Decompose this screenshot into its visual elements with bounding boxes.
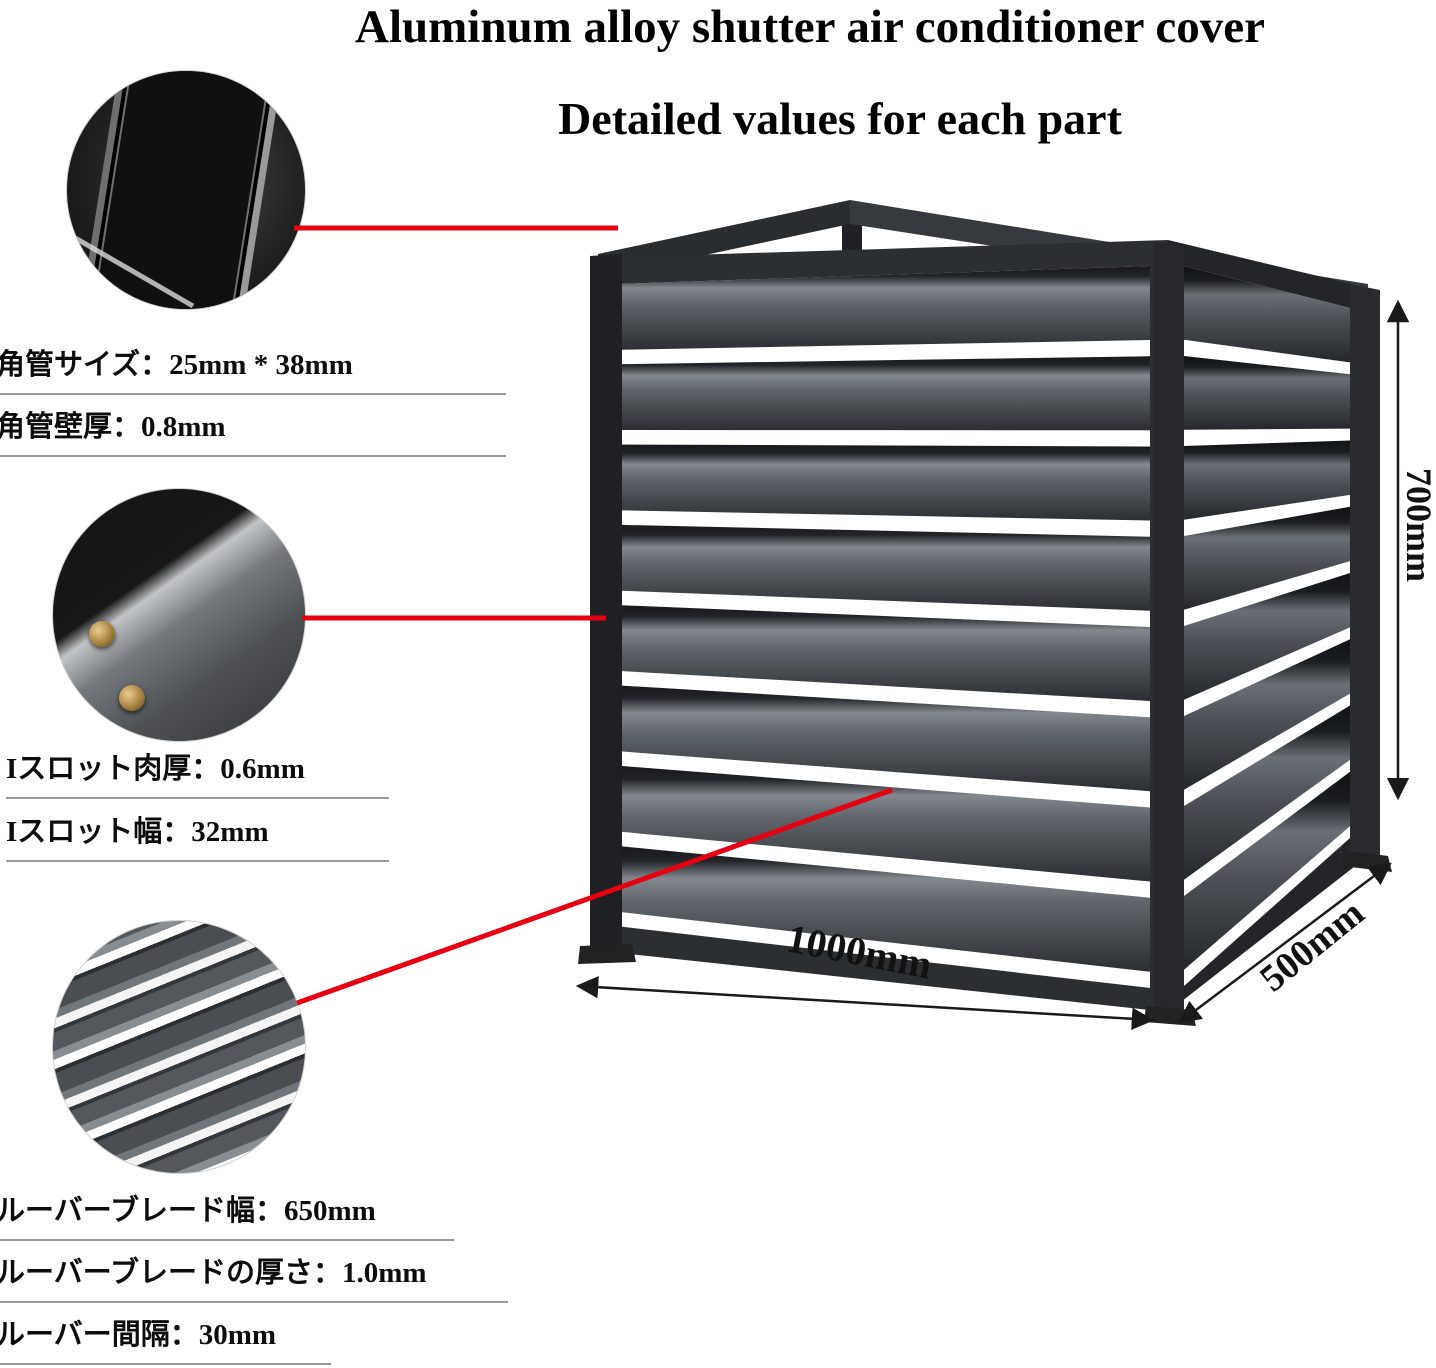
leader-lines <box>294 225 893 1006</box>
spec-tube-size: 角管サイズ：25mm * 38mm <box>0 348 506 395</box>
spec-louver-blade-thickness: ルーバーブレードの厚さ：1.0mm <box>0 1256 508 1303</box>
louver-slat <box>616 444 1150 521</box>
tube-cross-section-photo <box>66 70 306 310</box>
louver-slat <box>1184 266 1350 363</box>
louver-slat <box>1184 639 1350 790</box>
louver-slat <box>1184 573 1350 700</box>
spec-slot-width: Iスロット幅：32mm <box>6 815 389 862</box>
spec-slot-wall-thickness: Iスロット肉厚：0.6mm <box>6 752 389 799</box>
dimension-height-label: 700mm <box>1399 468 1436 582</box>
louver-slat <box>616 356 1150 431</box>
louver-slat <box>616 765 1150 882</box>
spec-louver-spacing: ルーバー間隔：30mm <box>0 1318 331 1365</box>
side-panel <box>1168 240 1368 1012</box>
louver-slat <box>616 845 1150 972</box>
louver-slat <box>1184 440 1350 520</box>
page-subtitle: Detailed values for each part <box>558 93 1122 144</box>
front-panel <box>592 240 1168 1012</box>
spec-tube-wall-thickness: 角管壁厚：0.8mm <box>0 410 506 457</box>
louver-slat <box>1184 705 1350 880</box>
screw-icon <box>89 621 115 647</box>
louver-slat <box>1184 356 1350 430</box>
screw-icon <box>119 685 145 711</box>
dimension-lines <box>575 299 1410 1031</box>
frame-posts <box>578 242 1392 1026</box>
spec-louver-blade-width: ルーバーブレード幅：650mm <box>0 1194 454 1241</box>
frame-corner-photo <box>52 488 306 742</box>
louver-slat <box>616 266 1150 350</box>
louver-slat <box>616 685 1150 792</box>
page-title: Aluminum alloy shutter air conditioner c… <box>355 1 1265 53</box>
louver-slat <box>616 605 1150 702</box>
louver-slat <box>616 524 1150 611</box>
louver-blades-photo <box>52 920 306 1174</box>
louver-slat <box>1184 506 1350 610</box>
